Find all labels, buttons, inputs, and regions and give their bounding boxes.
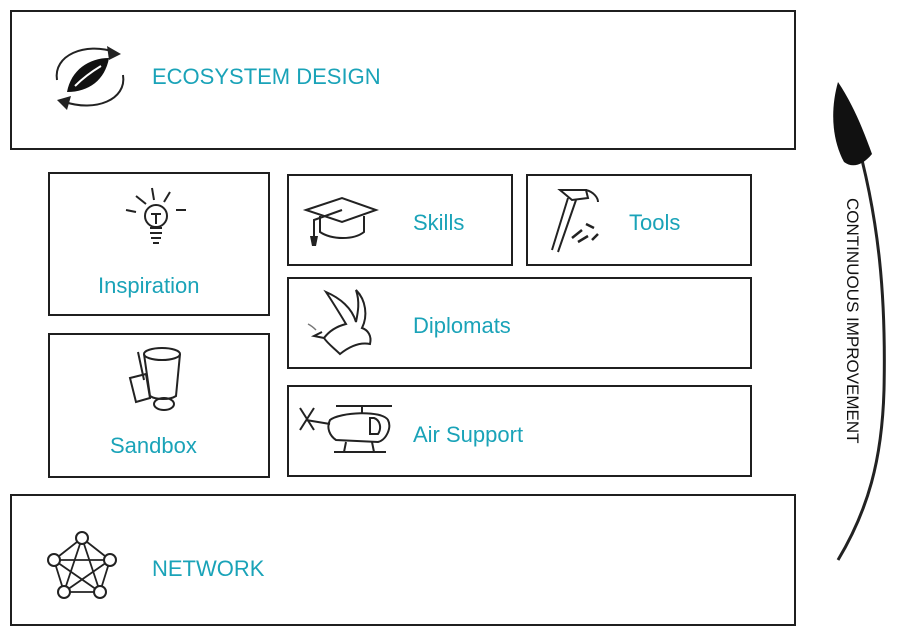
skills-box <box>287 174 513 266</box>
air-support-box <box>287 385 752 477</box>
tools-label: Tools <box>629 210 681 235</box>
skills-label: Skills <box>413 210 465 235</box>
inspiration-label: Inspiration <box>98 273 200 298</box>
continuous-improvement-label: CONTINUOUS IMPROVEMENT <box>843 198 862 444</box>
network-pentagon-icon <box>47 531 117 599</box>
hammer-icon <box>551 189 599 253</box>
air-support-label: Air Support <box>413 422 524 447</box>
network-label: NETWORK <box>152 556 265 581</box>
ecosystem-design-label: ECOSYSTEM DESIGN <box>152 64 381 89</box>
leaf-cycle-icon <box>55 46 125 110</box>
diplomats-label: Diplomats <box>413 313 511 338</box>
helicopter-icon <box>299 405 392 453</box>
sand-bucket-icon <box>128 347 181 411</box>
ecosystem-design-band <box>10 10 796 150</box>
sandbox-box <box>48 333 270 478</box>
lightbulb-icon <box>125 187 186 244</box>
network-band <box>10 494 796 626</box>
graduation-cap-icon <box>302 196 380 246</box>
sandbox-label: Sandbox <box>110 433 197 458</box>
dove-icon <box>307 289 372 356</box>
curved-arrow-icon <box>833 82 886 561</box>
